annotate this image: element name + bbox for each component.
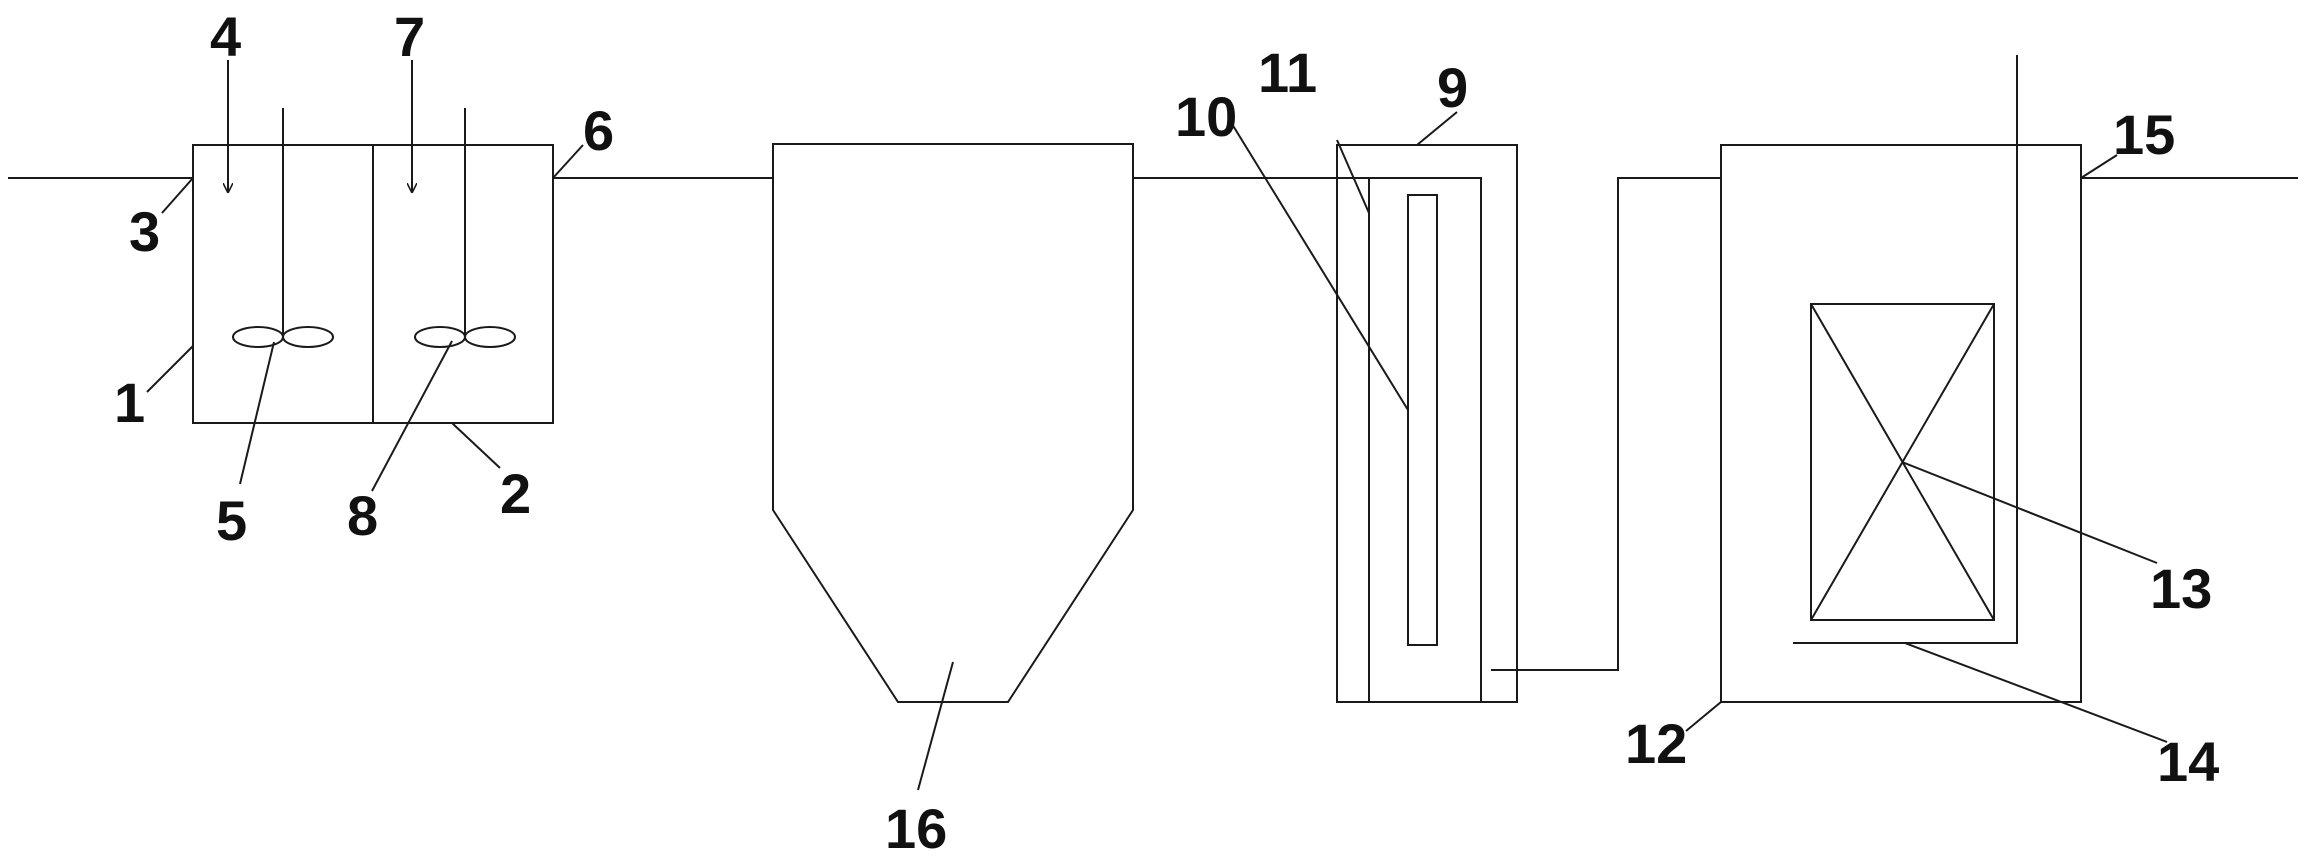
label-7: 7 bbox=[394, 5, 425, 68]
stirrer-blade-5b bbox=[282, 326, 334, 348]
leader-8 bbox=[371, 340, 453, 492]
label-10: 10 bbox=[1175, 85, 1237, 148]
label-5: 5 bbox=[216, 489, 247, 552]
element-10 bbox=[1407, 194, 1438, 646]
leader-9 bbox=[1416, 111, 1458, 146]
label-4: 4 bbox=[210, 5, 241, 68]
leader-1 bbox=[146, 345, 194, 393]
leader-6 bbox=[552, 144, 584, 179]
stirrer-blade-8a bbox=[414, 326, 466, 348]
riser-pipe-15 bbox=[1793, 55, 2018, 644]
leader-10 bbox=[1231, 123, 1409, 411]
label-16: 16 bbox=[885, 797, 947, 858]
connecting-pipe bbox=[1491, 177, 1721, 671]
label-2: 2 bbox=[500, 462, 531, 525]
label-8: 8 bbox=[347, 484, 378, 547]
label-15: 15 bbox=[2113, 103, 2175, 166]
stirrer-blade-5a bbox=[232, 326, 284, 348]
label-13: 13 bbox=[2150, 557, 2212, 620]
leader-11 bbox=[1336, 139, 1370, 214]
module-13 bbox=[1810, 303, 1995, 621]
label-9: 9 bbox=[1437, 56, 1468, 119]
leader-5 bbox=[239, 341, 275, 485]
label-14: 14 bbox=[2157, 730, 2219, 793]
label-12: 12 bbox=[1625, 712, 1687, 775]
label-1: 1 bbox=[114, 371, 145, 434]
leader-13 bbox=[1901, 461, 2158, 564]
unit-12 bbox=[1720, 144, 2082, 703]
leader-14 bbox=[1904, 642, 2168, 743]
stirrer-blade-8b bbox=[464, 326, 516, 348]
label-11: 11 bbox=[1258, 41, 1317, 104]
unit-9 bbox=[1336, 144, 1518, 703]
leader-15 bbox=[2080, 154, 2118, 179]
settling-tank-16 bbox=[772, 143, 1134, 703]
tank-2 bbox=[372, 144, 554, 424]
leader-12 bbox=[1685, 701, 1722, 732]
label-3: 3 bbox=[129, 200, 160, 263]
leader-2 bbox=[451, 422, 501, 469]
inner-chamber-11 bbox=[1368, 177, 1482, 702]
leader-3 bbox=[161, 177, 194, 214]
label-6: 6 bbox=[583, 99, 614, 162]
leader-16 bbox=[917, 661, 954, 791]
